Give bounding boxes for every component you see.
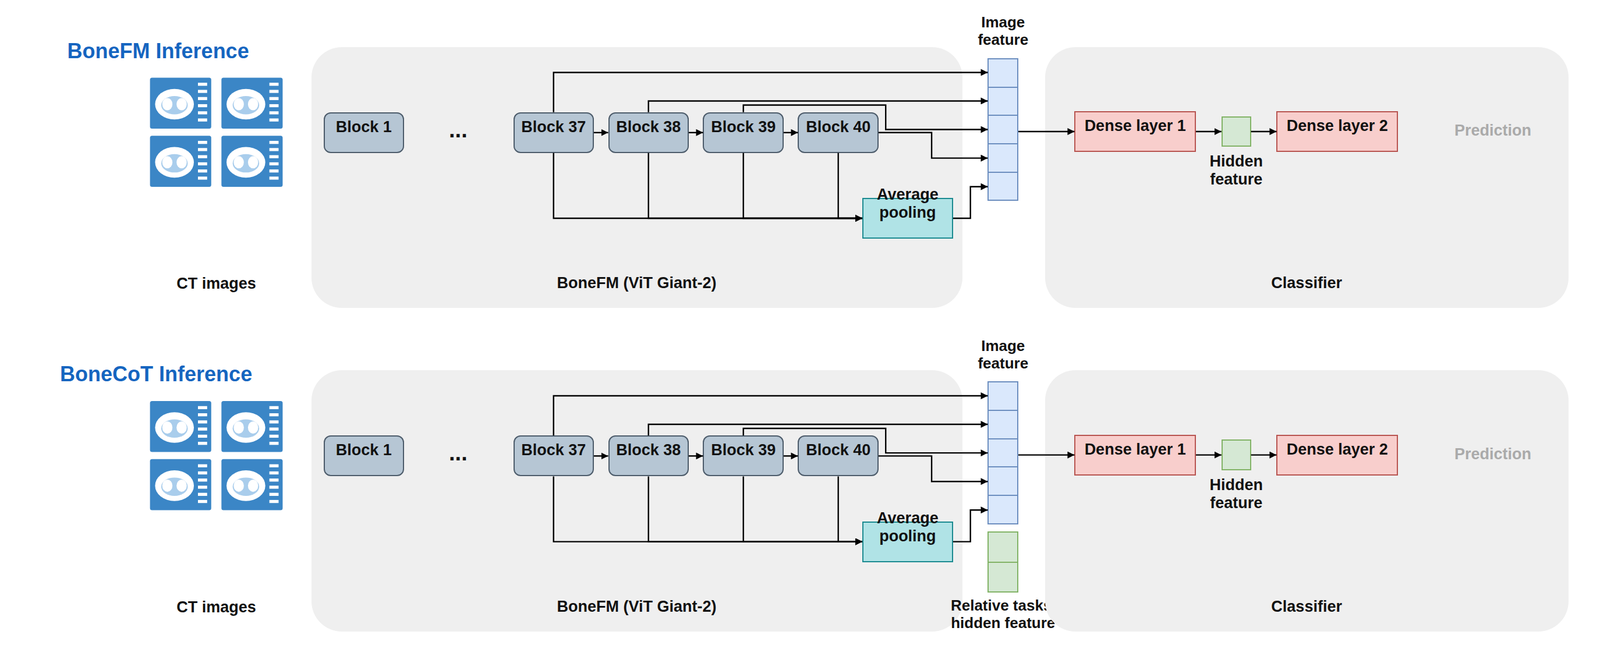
node-label: Classifier — [1045, 274, 1569, 293]
vector-cells — [987, 531, 1019, 593]
block-box: Block 1 — [323, 112, 405, 154]
ellipsis: ... — [448, 117, 468, 143]
block-box: Block 37 — [513, 112, 594, 154]
section-title: BoneFM Inference — [67, 39, 250, 64]
vector-cells — [987, 58, 1019, 201]
node-label: Dense layer 2 — [1277, 117, 1397, 136]
hidden-feature: Hidden feature — [1221, 439, 1252, 471]
ct-icon — [221, 401, 283, 453]
ct-icon — [150, 77, 212, 129]
vector-cell — [987, 58, 1019, 88]
vector-cell — [987, 439, 1019, 469]
node-label: Block 37 — [514, 441, 593, 460]
output-label: Prediction — [1454, 444, 1532, 463]
pooling-box: Average pooling — [862, 521, 954, 563]
vector-cell — [987, 531, 1019, 564]
feature-vector: Image feature — [987, 381, 1019, 525]
node-label: Block 1 — [324, 118, 403, 137]
model-panel: Block 1 Block 37 Block 38 Block 39 Block 40 A… — [311, 370, 963, 632]
node-label: BoneFM (ViT Giant-2) — [311, 597, 963, 617]
block-box: Block 37 — [513, 435, 594, 477]
hidden-feature: Hidden feature — [1221, 116, 1252, 148]
model-panel: Block 1 Block 37 Block 38 Block 39 Block 40 A… — [311, 47, 963, 309]
pooling-box: Average pooling — [862, 197, 954, 239]
vector-cell — [987, 144, 1019, 173]
node-label: Block 40 — [798, 441, 877, 460]
ct-icon — [221, 77, 283, 129]
vector-cell — [987, 563, 1019, 594]
block-box: Block 38 — [608, 435, 689, 477]
feature-vector: Image feature — [987, 58, 1019, 201]
classifier-panel: Dense layer 1 Hidden feature Dense layer 2… — [1045, 47, 1569, 309]
vector-cell — [987, 496, 1019, 525]
node-label: Average pooling — [863, 509, 952, 546]
node-label: Average pooling — [863, 185, 952, 222]
vector-cells — [987, 381, 1019, 525]
block-box: Block 40 — [797, 435, 879, 477]
node-label: Dense layer 1 — [1075, 440, 1195, 459]
node-label: Classifier — [1045, 597, 1569, 617]
vector-cell — [987, 467, 1019, 497]
node-label: Block 37 — [514, 118, 593, 137]
node-label: BoneFM (ViT Giant-2) — [311, 274, 963, 293]
ct-icon — [150, 135, 212, 187]
vector-cell — [987, 172, 1019, 202]
block-box: Block 39 — [702, 112, 784, 154]
node-label: Block 38 — [609, 441, 688, 460]
dense-layer: Dense layer 2 — [1276, 434, 1398, 476]
ct-icon — [221, 459, 283, 511]
vector-cell — [987, 87, 1019, 117]
dense-layer: Dense layer 1 — [1074, 111, 1196, 152]
node-label: Block 38 — [609, 118, 688, 137]
block-box: Block 38 — [608, 112, 689, 154]
node-label: Block 39 — [703, 118, 782, 137]
dense-layer: Dense layer 1 — [1074, 434, 1196, 476]
block-box: Block 40 — [797, 112, 879, 154]
ct-icon — [150, 459, 212, 511]
node-label: Dense layer 2 — [1277, 440, 1397, 459]
node-label: Block 39 — [703, 441, 782, 460]
block-box: Block 1 — [323, 435, 405, 477]
node-label: Block 1 — [324, 441, 403, 460]
vector-cell — [987, 115, 1019, 145]
caption-label: CT images — [176, 274, 257, 293]
node-label: Dense layer 1 — [1075, 117, 1195, 136]
feature-vector: Relative tasks' hidden feature — [987, 531, 1019, 593]
node-label: Image feature — [971, 337, 1036, 373]
ct-icon — [150, 401, 212, 453]
output-label: Prediction — [1454, 121, 1532, 140]
dense-layer: Dense layer 2 — [1276, 111, 1398, 152]
ct-icon — [221, 135, 283, 187]
caption-label: CT images — [176, 597, 257, 617]
node-label: Image feature — [971, 13, 1036, 49]
section-title: BoneCoT Inference — [59, 362, 253, 387]
vector-cell — [987, 381, 1019, 412]
node-label: Block 40 — [798, 118, 877, 137]
classifier-panel: Dense layer 1 Hidden feature Dense layer 2… — [1045, 370, 1569, 632]
ellipsis: ... — [448, 440, 468, 466]
vector-cell — [987, 411, 1019, 440]
block-box: Block 39 — [702, 435, 784, 477]
